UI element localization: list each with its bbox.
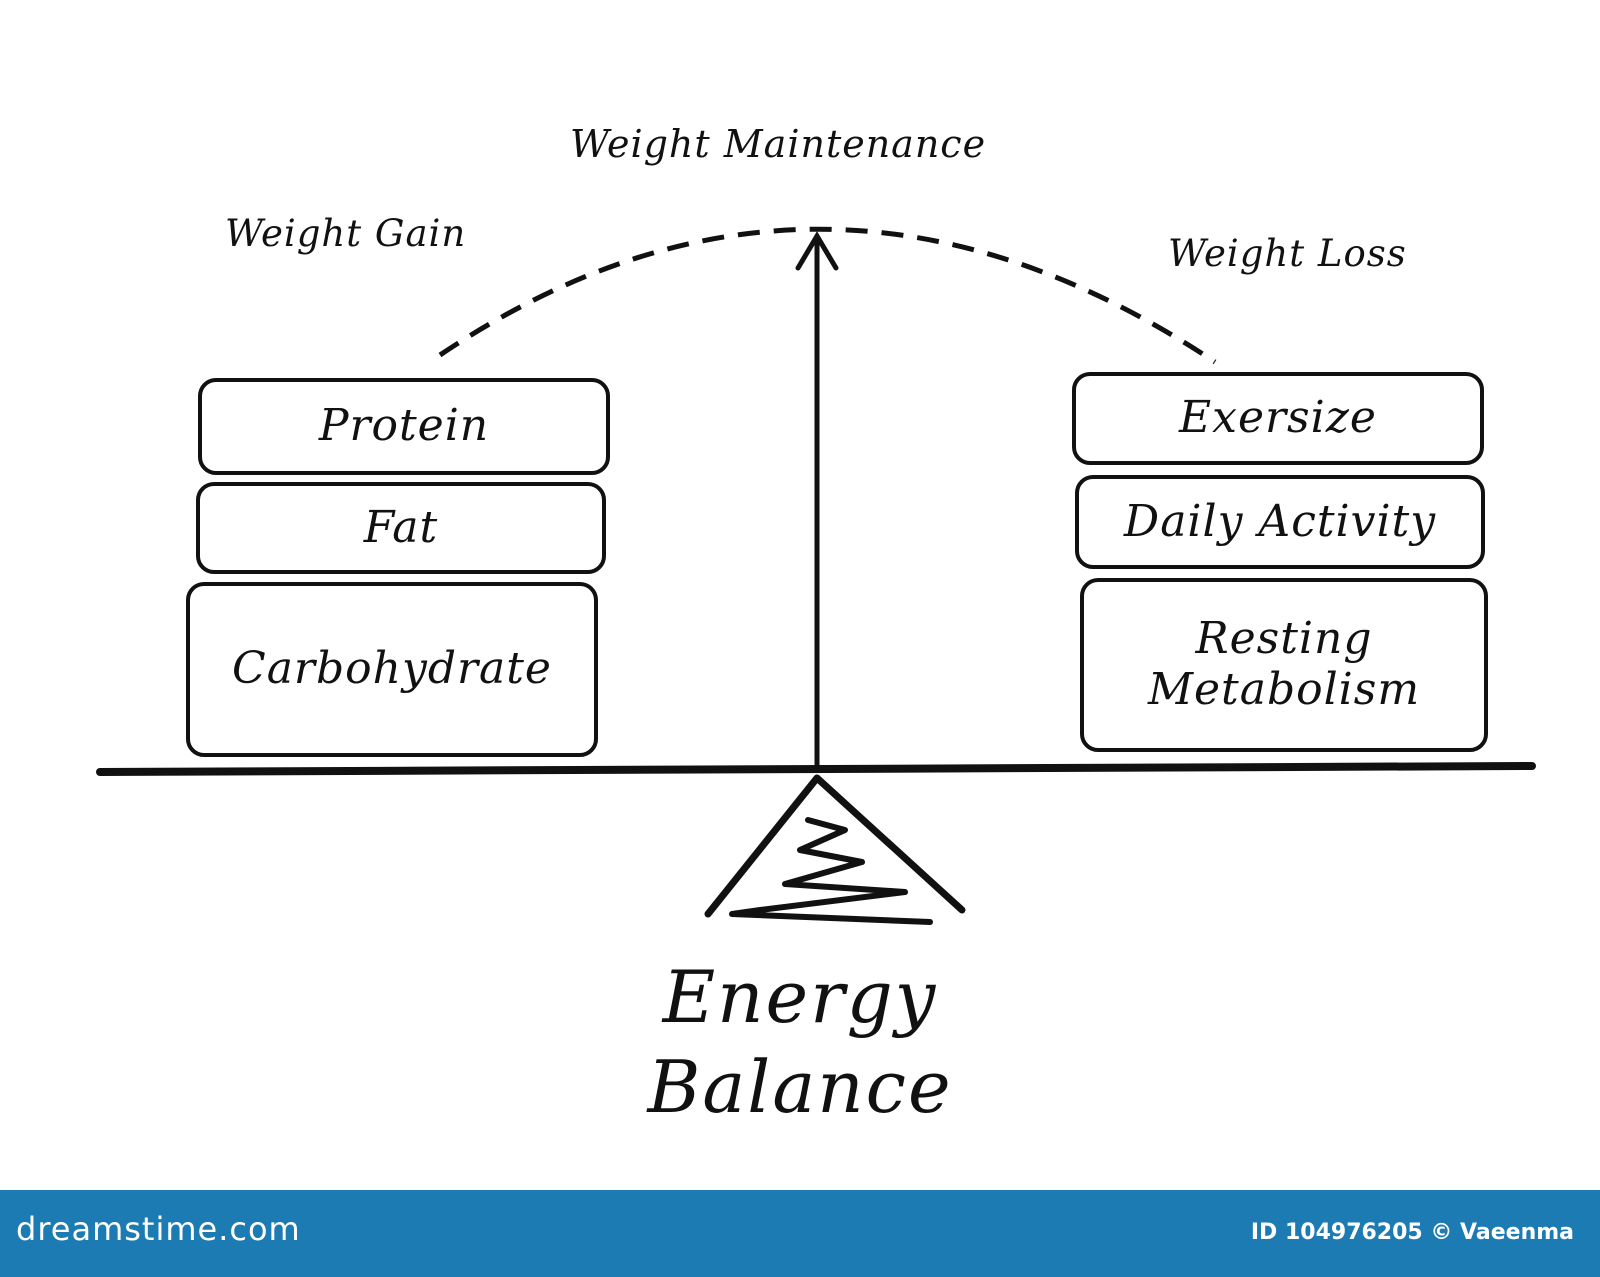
exercise-text: Exersize xyxy=(1179,392,1377,444)
footer-image-id: ID 104976205 © Vaeenma xyxy=(1250,1220,1574,1245)
fat-box: Fat xyxy=(196,482,606,574)
metabolism-text: Metabolism xyxy=(1147,664,1421,715)
carbohydrate-box: Carbohydrate xyxy=(186,582,598,757)
balance-drawing xyxy=(96,226,1536,925)
footer-logo[interactable]: dreamstime.com xyxy=(16,1210,301,1248)
protein-box: Protein xyxy=(198,378,610,475)
daily-activity-box: Daily Activity xyxy=(1075,475,1485,569)
weight-maintenance-label: Weight Maintenance xyxy=(570,122,987,166)
weight-gain-label: Weight Gain xyxy=(225,212,467,255)
title-line-balance: Balance xyxy=(647,1045,953,1129)
footer-bar: dreamstime.com ID 104976205 © Vaeenma xyxy=(0,1190,1600,1277)
resting-text: Resting xyxy=(1195,613,1373,665)
daily-activity-text: Daily Activity xyxy=(1123,495,1437,547)
weight-loss-label: Weight Loss xyxy=(1168,232,1407,275)
fat-text: Fat xyxy=(363,501,439,553)
exercise-box: Exersize xyxy=(1072,372,1484,465)
fulcrum-spring xyxy=(729,817,933,925)
carbohydrate-text: Carbohydrate xyxy=(232,643,552,695)
fulcrum-triangle xyxy=(704,774,966,918)
title-line-energy: Energy xyxy=(662,955,938,1039)
resting-metabolism-box: Resting Metabolism xyxy=(1080,578,1488,752)
balance-beam xyxy=(96,762,1536,776)
arrow-head xyxy=(795,231,839,271)
protein-text: Protein xyxy=(318,400,490,452)
dashed-arc xyxy=(438,226,1217,365)
